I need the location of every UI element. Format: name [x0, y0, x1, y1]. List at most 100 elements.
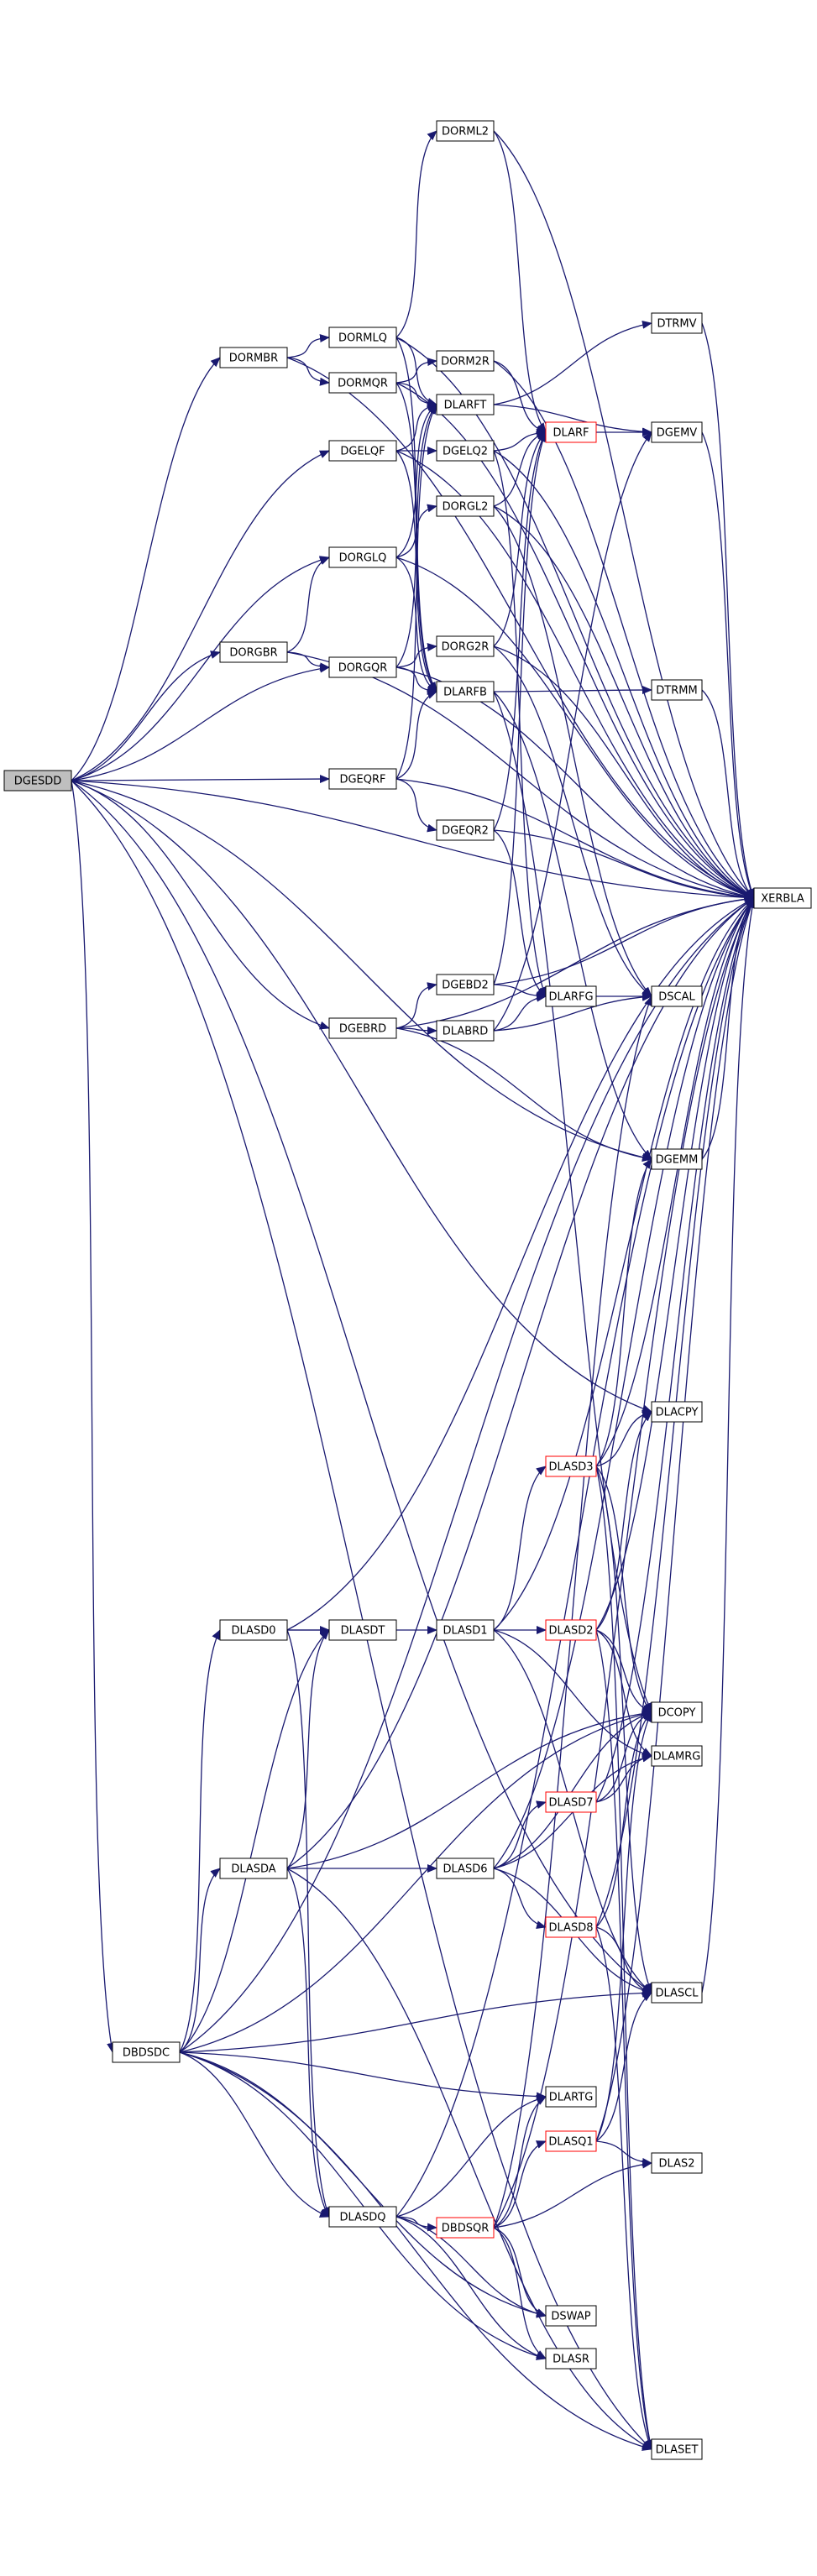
node-label: DCOPY: [658, 1707, 696, 1720]
edge-dgelq2-to-dlarf: [493, 428, 547, 452]
node-dgelqf[interactable]: DGELQF: [328, 440, 397, 462]
node-dgebd2[interactable]: DGEBD2: [436, 974, 495, 995]
node-dlasd1[interactable]: DLASD1: [436, 1619, 495, 1641]
node-dlartg[interactable]: DLARTG: [545, 2086, 597, 2108]
node-dgeqr2[interactable]: DGEQR2: [436, 819, 495, 841]
node-label: DLASD1: [443, 1625, 488, 1638]
node-dorg2r[interactable]: DORG2R: [436, 635, 495, 657]
edge-dbdsqr-to-dlartg: [493, 2096, 547, 2229]
edge-dgeqrf-to-dgeqr2: [395, 778, 437, 833]
node-label: DLARTG: [549, 2092, 594, 2104]
edge-dbdsdc-to-dlaset: [179, 2051, 652, 2451]
edge-dlabrd-to-dlarfg: [493, 993, 547, 1032]
node-dbdsqr[interactable]: DBDSQR: [436, 2217, 495, 2239]
node-dlas2[interactable]: DLAS2: [651, 2152, 703, 2174]
edge-dlarft-to-dgemv: [493, 404, 652, 436]
edge-dlasq1-to-xerbla: [595, 897, 755, 2142]
edge-dlarfb-to-dcopy: [493, 691, 652, 1713]
node-dgesdd[interactable]: DGESDD: [3, 770, 72, 792]
node-box: [219, 1858, 288, 1879]
node-dlasd7[interactable]: DLASD7: [545, 1791, 597, 1813]
node-dgeqrf[interactable]: DGEQRF: [328, 768, 397, 790]
edge-dlasda-to-dcopy: [286, 1709, 652, 1869]
edge-dlasd3-to-dgemm: [595, 1158, 652, 1467]
edge-dlasd8-to-dlascl: [595, 1926, 652, 1994]
node-box: [436, 635, 495, 657]
node-dorgqr[interactable]: DORGQR: [328, 656, 397, 678]
edge-dlasd3-to-dcopy: [595, 1466, 652, 1713]
node-dscal[interactable]: DSCAL: [651, 985, 703, 1007]
node-dlasdq[interactable]: DLASDQ: [328, 2206, 397, 2228]
edge-layer: [71, 130, 757, 2451]
node-dlasd0[interactable]: DLASD0: [219, 1619, 288, 1641]
node-dlasd8[interactable]: DLASD8: [545, 1916, 597, 1938]
node-dgemm[interactable]: DGEMM: [651, 1148, 703, 1170]
node-box: [651, 1745, 703, 1767]
node-label: DLASQ1: [548, 2136, 593, 2149]
node-dlaset[interactable]: DLASET: [651, 2438, 703, 2460]
edge-dgebd2-to-dlarf: [493, 431, 547, 985]
node-dlasda[interactable]: DLASDA: [219, 1858, 288, 1879]
node-box: [753, 887, 812, 909]
node-label: DORGL2: [443, 501, 489, 514]
node-box: [545, 1619, 597, 1641]
node-dlascl[interactable]: DLASCL: [651, 1982, 703, 2004]
node-box: [436, 120, 495, 142]
node-dcopy[interactable]: DCOPY: [651, 1701, 703, 1723]
node-dormqr[interactable]: DORMQR: [328, 372, 397, 394]
node-box: [545, 2130, 597, 2152]
node-dlacpy[interactable]: DLACPY: [651, 1401, 703, 1423]
node-dbdsdc[interactable]: DBDSDC: [112, 2041, 181, 2063]
edge-dbdsqr-to-xerbla: [493, 897, 755, 2229]
node-dswap[interactable]: DSWAP: [545, 2305, 597, 2327]
edge-dlasdq-to-dlartg: [395, 2095, 547, 2218]
node-xerbla[interactable]: XERBLA: [753, 887, 812, 909]
node-label: DORM2R: [441, 356, 490, 368]
edge-dbdsqr-to-dswap: [493, 2227, 547, 2317]
node-dlarfb[interactable]: DLARFB: [436, 681, 495, 703]
node-box: [328, 327, 397, 348]
node-dorml2[interactable]: DORML2: [436, 120, 495, 142]
node-dgebrd[interactable]: DGEBRD: [328, 1017, 397, 1039]
edge-dbdsdc-to-dlasda: [179, 1868, 221, 2053]
node-dlasq1[interactable]: DLASQ1: [545, 2130, 597, 2152]
edge-dgesdd-to-dorglq: [71, 556, 330, 781]
node-dlasr[interactable]: DLASR: [545, 2348, 597, 2370]
edge-dbdsqr-to-dscal: [493, 995, 652, 2229]
node-label: DLAS2: [659, 2158, 695, 2171]
edge-dlasd6-to-xerbla: [493, 897, 755, 1869]
node-label: DORGBR: [229, 647, 277, 660]
node-box: [651, 1401, 703, 1423]
node-dlasd3[interactable]: DLASD3: [545, 1455, 597, 1477]
edge-dormbr-to-dormqr: [286, 357, 330, 386]
node-dlarf[interactable]: DLARF: [545, 421, 597, 443]
node-dlasdt[interactable]: DLASDT: [328, 1619, 397, 1641]
edge-dgeqrf-to-dlarfb: [395, 691, 437, 780]
edge-dgesdd-to-dlaset: [71, 780, 652, 2450]
node-dormlq[interactable]: DORMLQ: [328, 327, 397, 348]
node-dlasd2[interactable]: DLASD2: [545, 1619, 597, 1641]
node-dlasd6[interactable]: DLASD6: [436, 1858, 495, 1879]
node-dgelq2[interactable]: DGELQ2: [436, 440, 495, 462]
node-dlamrg[interactable]: DLAMRG: [651, 1745, 703, 1767]
node-dorgbr[interactable]: DORGBR: [219, 641, 288, 663]
node-label: DGEQR2: [442, 825, 489, 838]
node-dgemv[interactable]: DGEMV: [651, 421, 703, 443]
node-box: [3, 770, 72, 792]
edge-dlarfb-to-dtrmm: [493, 686, 652, 695]
node-dlabrd[interactable]: DLABRD: [436, 1020, 495, 1042]
edge-dlasd6-to-dlasd8: [493, 1868, 547, 1930]
node-box: [112, 2041, 181, 2063]
node-dtrmm[interactable]: DTRMM: [651, 679, 703, 701]
node-dormbr[interactable]: DORMBR: [219, 347, 288, 368]
edge-dormbr-to-dormlq: [286, 334, 330, 358]
node-dorgl2[interactable]: DORGL2: [436, 495, 495, 517]
node-dtrmv[interactable]: DTRMV: [651, 312, 703, 334]
edge-dgesdd-to-xerbla: [71, 780, 755, 902]
edge-dtrmv-to-xerbla: [701, 322, 755, 899]
node-dlarfg[interactable]: DLARFG: [545, 985, 597, 1007]
node-dorm2r[interactable]: DORM2R: [436, 350, 495, 372]
node-dlarft[interactable]: DLARFT: [436, 394, 495, 415]
node-dorglq[interactable]: DORGLQ: [328, 546, 397, 568]
